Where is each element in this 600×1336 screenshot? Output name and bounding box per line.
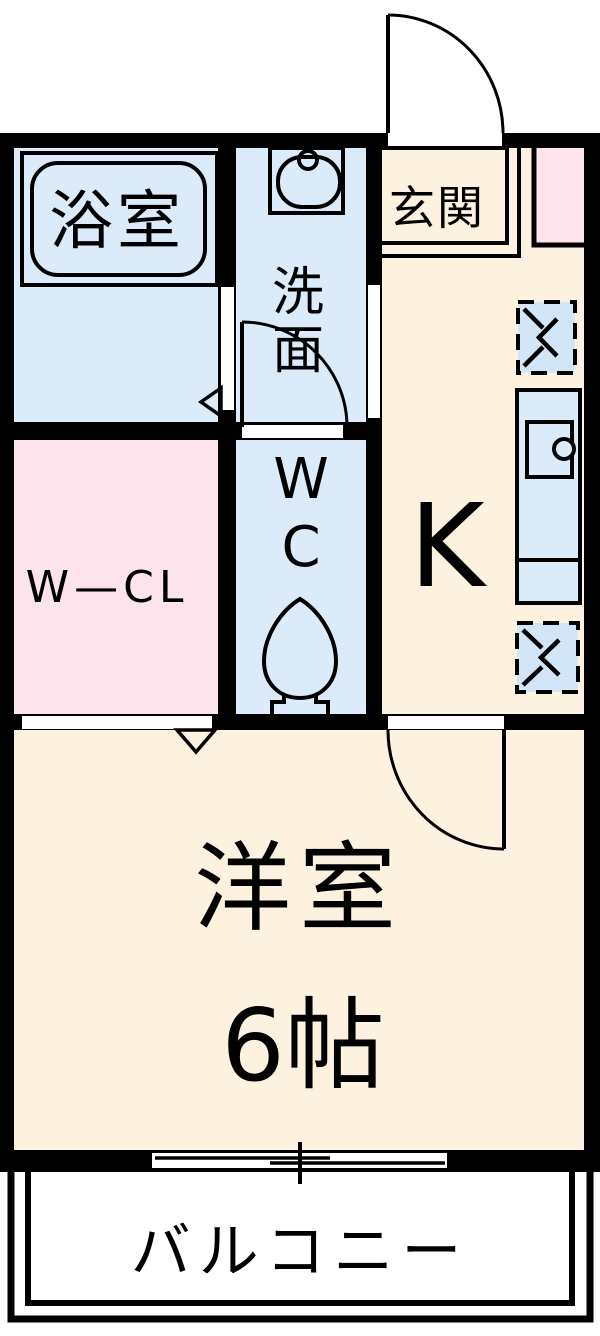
bathroom-door-opening	[221, 287, 234, 410]
balcony-label: バルコニー	[131, 1217, 470, 1287]
bathtub	[20, 151, 219, 287]
toilet-door-swing	[240, 320, 349, 428]
entrance-label: 玄関	[389, 181, 485, 235]
toilet-label-char1: W	[273, 447, 328, 512]
western-room-door-swing	[386, 729, 506, 851]
balcony-area	[5, 1172, 595, 1320]
closet-folding-door-icon	[173, 728, 219, 755]
toilet-icon	[261, 596, 339, 718]
bathroom-folding-door-icon	[197, 384, 223, 420]
appliance-space-icon-top	[516, 300, 577, 375]
kitchen-label: K	[409, 480, 487, 614]
entrance-door	[386, 13, 505, 134]
kitchen-counter-sink	[515, 388, 582, 605]
washbasin-icon	[268, 146, 345, 215]
western-room-label: 洋室	[194, 832, 404, 945]
washroom-label-char2: 面	[272, 321, 324, 381]
appliance-space-icon-bottom	[515, 621, 580, 694]
western-room-size-label: 6帖	[221, 987, 385, 1104]
balcony-rail	[7, 1172, 594, 1323]
western-room	[14, 730, 586, 1150]
western-room-door-opening	[388, 716, 504, 729]
entrance-storage	[531, 148, 584, 248]
sliding-window-icon	[155, 1142, 445, 1184]
closet-room	[14, 440, 218, 715]
entrance-step	[378, 146, 521, 258]
toilet-door-opening	[242, 425, 343, 438]
toilet-label-char2: C	[281, 515, 320, 580]
closet-label: W—CL	[26, 562, 189, 613]
closet-door-opening	[22, 716, 212, 729]
washroom-label-char1: 洗	[272, 263, 324, 323]
washroom-door-opening	[368, 285, 380, 418]
bathroom-label: 浴室	[49, 185, 185, 259]
